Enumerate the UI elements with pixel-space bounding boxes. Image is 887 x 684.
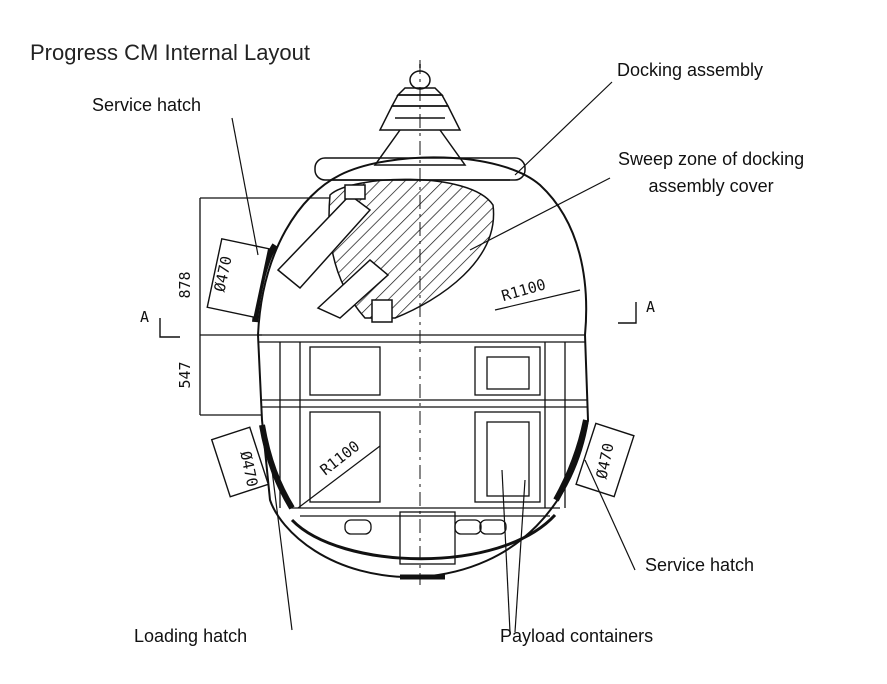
section-mark-left-label: A: [140, 308, 149, 326]
radius-lower-line: [297, 445, 381, 509]
callout-loading-hatch: Loading hatch: [134, 626, 248, 646]
leader-service-top: [231, 117, 259, 256]
callout-sweep-zone: Sweep zone of docking assembly cover: [618, 149, 805, 196]
service-hatch-top: [206, 237, 278, 323]
leader-docking: [514, 81, 613, 176]
leader-sweep: [469, 177, 611, 251]
dim-878-label: 878: [176, 271, 194, 298]
radius-lower-label: R1100: [317, 437, 364, 479]
callout-service-hatch-right: Service hatch: [645, 555, 755, 575]
radius-upper-label: R1100: [499, 275, 547, 305]
callout-docking-assembly: Docking assembly: [617, 60, 764, 80]
section-mark-right: [618, 302, 637, 324]
section-mark-right-label: A: [646, 298, 655, 316]
leader-loading: [271, 469, 293, 631]
callout-service-hatch-top: Service hatch: [92, 95, 202, 115]
service-hatch-right: [553, 419, 635, 502]
cover-arm: [276, 184, 393, 323]
leader-payload-2: [514, 479, 526, 633]
dimension-frame: [199, 197, 330, 416]
leader-payload-1: [501, 469, 511, 633]
bottom-base: [290, 513, 557, 561]
callout-payload-containers: Payload containers: [500, 626, 654, 646]
radius-upper-line: [494, 289, 581, 311]
internal-frame: [258, 334, 588, 517]
payload-containers: [309, 346, 541, 565]
dim-547-label: 547: [176, 361, 194, 388]
hull-outline: [256, 156, 590, 579]
diagram-title: Progress CM Internal Layout: [30, 40, 311, 65]
leader-lines: [231, 81, 636, 633]
section-mark-left: [159, 318, 180, 338]
loading-hatch: [210, 424, 295, 510]
leader-service-right: [584, 459, 636, 571]
